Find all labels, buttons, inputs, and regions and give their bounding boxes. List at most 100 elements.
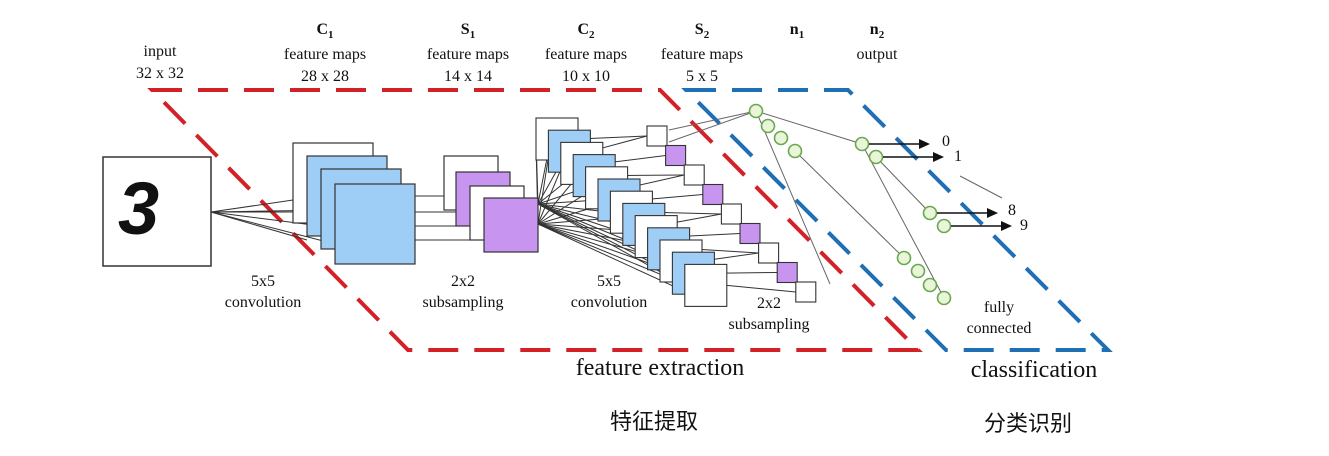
fc-line bbox=[668, 110, 757, 143]
neuron-node bbox=[773, 130, 789, 146]
label-s1: S1 feature maps 14 x 14 bbox=[412, 20, 524, 86]
s2-feature-map bbox=[646, 125, 668, 147]
label-sub1-op: subsampling bbox=[422, 294, 504, 311]
label-sub1: 2x2 subsampling bbox=[400, 272, 526, 312]
label-c2-size: 10 x 10 bbox=[562, 68, 610, 86]
output-label-9: 9 bbox=[1020, 217, 1028, 234]
label-c1: C1 feature maps 28 x 28 bbox=[270, 20, 380, 86]
feature-extraction-region bbox=[147, 88, 923, 352]
neuron-node bbox=[922, 277, 938, 293]
label-n2-kind: output bbox=[856, 46, 898, 64]
caption-feature-extraction-cn: 特征提取 bbox=[610, 410, 699, 435]
label-conv2-size: 5x5 bbox=[597, 273, 621, 290]
neuron-nodes bbox=[748, 103, 952, 306]
label-n2-title: n2 bbox=[869, 21, 885, 42]
s2-feature-map bbox=[702, 183, 724, 206]
label-conv2: 5x5 convolution bbox=[546, 272, 672, 312]
output-label-0: 0 bbox=[942, 133, 950, 150]
label-sub1-size: 2x2 bbox=[451, 273, 475, 290]
s1-feature-map bbox=[483, 197, 539, 253]
label-c1-title: C1 bbox=[316, 21, 334, 42]
label-n1: n1 bbox=[789, 21, 805, 42]
neuron-node bbox=[910, 263, 926, 279]
neuron-node bbox=[760, 118, 776, 134]
label-c1-kind: feature maps bbox=[283, 46, 367, 64]
label-c2-kind: feature maps bbox=[544, 46, 628, 64]
output-arrows bbox=[869, 139, 1012, 231]
label-sub2: 2x2 subsampling bbox=[706, 294, 832, 334]
sub2-line bbox=[726, 284, 796, 293]
neuron-node bbox=[868, 149, 884, 165]
label-c2: C2 feature maps 10 x 10 bbox=[530, 20, 642, 86]
fc-line bbox=[875, 156, 931, 214]
label-fc-line2: connected bbox=[966, 320, 1032, 337]
neuron-node bbox=[896, 250, 912, 266]
neuron-node bbox=[936, 218, 952, 234]
caption-classification: classification bbox=[970, 357, 1098, 383]
label-conv2-op: convolution bbox=[570, 294, 648, 311]
label-conv1: 5x5 convolution bbox=[200, 272, 326, 312]
classification-region bbox=[681, 88, 1113, 352]
feature-maps bbox=[292, 117, 817, 307]
fc-line bbox=[861, 143, 945, 299]
output-arrow-head bbox=[1001, 221, 1012, 231]
input-digit: 3 bbox=[118, 167, 160, 250]
fully-connected-lines bbox=[668, 110, 1003, 299]
caption-classification-cn: 分类识别 bbox=[984, 412, 1073, 437]
s2-feature-map bbox=[758, 242, 780, 264]
label-s1-title: S1 bbox=[460, 21, 476, 42]
output-arrow-head bbox=[919, 139, 930, 149]
output-arrow-head bbox=[987, 208, 998, 218]
neuron-node bbox=[854, 136, 870, 152]
label-conv1-size: 5x5 bbox=[251, 273, 275, 290]
label-s1-size: 14 x 14 bbox=[444, 68, 492, 86]
label-conv1-op: convolution bbox=[224, 294, 302, 311]
conv2-line bbox=[537, 157, 549, 225]
s2-feature-map bbox=[683, 164, 705, 186]
label-s1-kind: feature maps bbox=[426, 46, 510, 64]
label-s2-title: S2 bbox=[694, 21, 710, 42]
fc-line bbox=[794, 150, 905, 259]
label-c1-size: 28 x 28 bbox=[301, 68, 349, 86]
conv2-line bbox=[537, 169, 562, 225]
caption-feature-extraction: feature extraction bbox=[575, 355, 745, 381]
fc-line bbox=[668, 110, 757, 131]
output-label-8: 8 bbox=[1008, 202, 1016, 219]
conv1-line bbox=[210, 211, 322, 227]
label-s2: S2 feature maps 5 x 5 bbox=[644, 20, 760, 86]
fc-line bbox=[755, 110, 831, 285]
s2-feature-map bbox=[720, 203, 742, 225]
label-input-size: 32 x 32 bbox=[136, 65, 184, 82]
conv2-line bbox=[537, 223, 636, 244]
label-sub2-size: 2x2 bbox=[757, 295, 781, 312]
neuron-node bbox=[922, 205, 938, 221]
label-fc-line1: fully bbox=[983, 299, 1015, 316]
label-sub2-op: subsampling bbox=[728, 316, 810, 333]
fc-line bbox=[755, 110, 863, 145]
label-n2: n2 output bbox=[842, 20, 912, 64]
s2-feature-map bbox=[776, 261, 798, 284]
neuron-node bbox=[936, 290, 952, 306]
label-fc: fully connected bbox=[944, 298, 1054, 338]
label-input-name: input bbox=[143, 43, 177, 60]
conv1-line bbox=[210, 211, 336, 245]
fc-line bbox=[959, 175, 1003, 199]
s2-feature-map bbox=[795, 281, 817, 303]
input-image bbox=[102, 156, 212, 267]
label-s2-kind: feature maps bbox=[660, 46, 744, 64]
output-label-1: 1 bbox=[954, 148, 962, 165]
label-s2-size: 5 x 5 bbox=[686, 68, 718, 86]
conv2-line bbox=[537, 223, 648, 256]
conv1-line bbox=[210, 199, 294, 213]
conv2-line bbox=[537, 193, 586, 225]
s2-feature-map bbox=[665, 144, 687, 167]
label-c2-title: C2 bbox=[577, 21, 595, 42]
c1-feature-map bbox=[334, 183, 416, 265]
conv1-line bbox=[210, 211, 308, 241]
c2-feature-map bbox=[684, 263, 728, 307]
output-arrow-head bbox=[933, 152, 944, 162]
neuron-node bbox=[748, 103, 764, 119]
label-input: input 32 x 32 bbox=[120, 42, 200, 83]
neuron-node bbox=[787, 143, 803, 159]
s2-feature-map bbox=[739, 222, 761, 245]
